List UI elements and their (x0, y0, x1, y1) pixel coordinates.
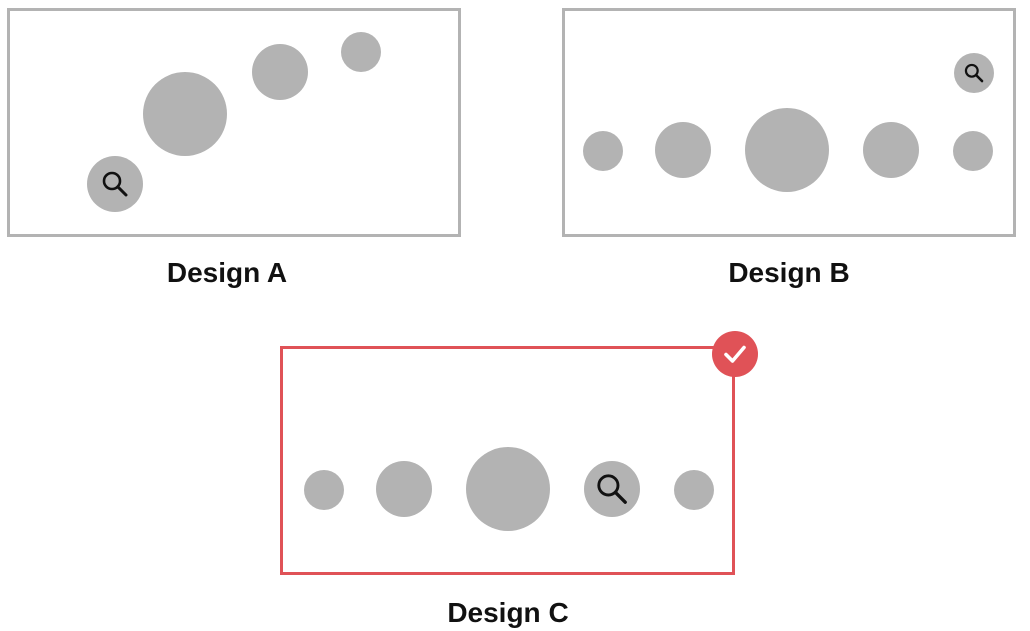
check-icon (724, 345, 746, 363)
design-c-small-circle-left (304, 470, 344, 510)
design-a-search-circle (87, 156, 143, 212)
design-c-medium-circle-left (376, 461, 432, 517)
design-b-large-circle (745, 108, 829, 192)
design-c-large-circle (466, 447, 550, 531)
design-b-frame (562, 8, 1016, 237)
design-b-medium-circle-right (863, 122, 919, 178)
design-b-small-circle-right (953, 131, 993, 171)
design-a-frame (7, 8, 461, 237)
design-a-label: Design A (166, 257, 288, 288)
selected-badge (712, 331, 758, 377)
design-c-small-circle-right (674, 470, 714, 510)
design-c-frame (280, 346, 735, 575)
search-icon (102, 171, 128, 197)
design-b-label: Design B (728, 257, 850, 288)
design-a-small-circle (341, 32, 381, 72)
design-a-large-circle (143, 72, 227, 156)
design-b-small-circle-left (583, 131, 623, 171)
design-b-search-circle (954, 53, 994, 93)
search-icon (597, 474, 627, 504)
design-b-medium-circle-left (655, 122, 711, 178)
search-icon (964, 63, 984, 83)
design-c-search-circle (584, 461, 640, 517)
design-c-label: Design C (447, 597, 569, 628)
design-a-medium-circle (252, 44, 308, 100)
